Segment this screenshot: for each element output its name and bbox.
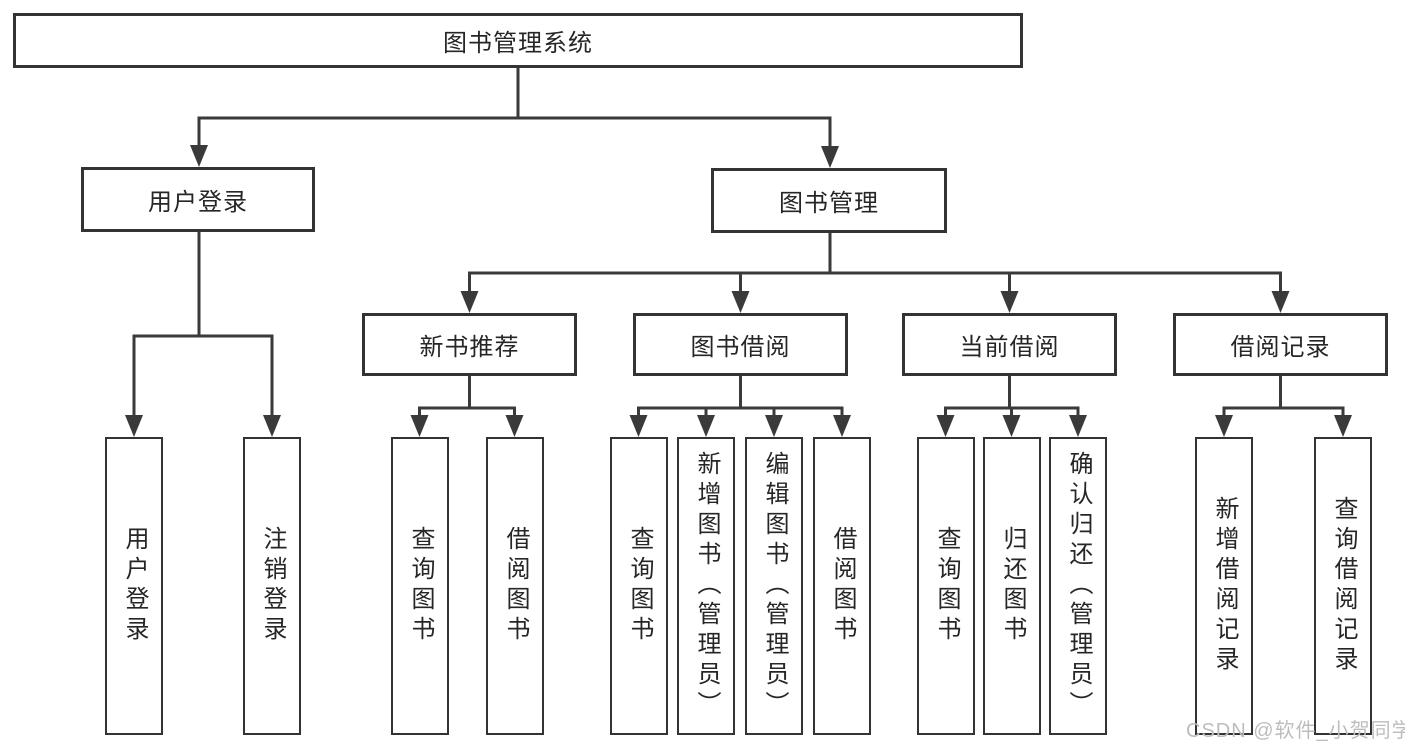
- leaf-br-add-record: 新增借阅记录: [1195, 437, 1253, 735]
- leaf-nbr-borrow-books: 借阅图书: [486, 437, 544, 735]
- leaf-bb-edit-books: 编辑图书（管理员）: [745, 437, 803, 735]
- leaf-user-login: 用户登录: [105, 437, 163, 735]
- leaf-bb-query-books-label: 查询图书: [626, 526, 653, 646]
- leaf-bb-add-books: 新增图书（管理员）: [677, 437, 735, 735]
- leaf-br-add-record-label: 新增借阅记录: [1211, 496, 1238, 676]
- leaf-logout-login: 注销登录: [243, 437, 301, 735]
- node-current-borrow: 当前借阅: [902, 313, 1117, 376]
- leaf-bb-borrow-books-label: 借阅图书: [829, 526, 856, 646]
- leaf-logout-login-label: 注销登录: [259, 526, 286, 646]
- leaf-bb-borrow-books: 借阅图书: [813, 437, 871, 735]
- node-new-book-recommend: 新书推荐: [362, 313, 577, 376]
- leaf-cb-return-books: 归还图书: [983, 437, 1041, 735]
- leaf-cb-query-books-label: 查询图书: [933, 526, 960, 646]
- node-borrow-record: 借阅记录: [1173, 313, 1388, 376]
- node-user-login: 用户登录: [81, 167, 315, 232]
- leaf-br-query-record: 查询借阅记录: [1314, 437, 1372, 735]
- leaf-br-query-record-label: 查询借阅记录: [1330, 496, 1357, 676]
- node-book-borrow-label: 图书借阅: [690, 334, 791, 361]
- node-new-book-recommend-label: 新书推荐: [419, 334, 520, 361]
- node-user-login-label: 用户登录: [148, 189, 248, 216]
- leaf-nbr-borrow-books-label: 借阅图书: [502, 526, 529, 646]
- arrow-stems: [132, 118, 1345, 423]
- csdn-watermark: CSDN @软件_小贺同学: [1186, 720, 1405, 742]
- leaf-cb-confirm-return-label: 确认归还（管理员）: [1065, 451, 1092, 721]
- leaf-bb-add-books-label: 新增图书（管理员）: [693, 451, 720, 721]
- leaf-nbr-query-books-label: 查询图书: [407, 526, 434, 646]
- leaf-cb-confirm-return: 确认归还（管理员）: [1049, 437, 1107, 735]
- leaf-cb-query-books: 查询图书: [917, 437, 975, 735]
- leaf-user-login-label: 用户登录: [121, 526, 148, 646]
- node-book-borrow: 图书借阅: [633, 313, 848, 376]
- leaf-cb-return-books-label: 归还图书: [999, 526, 1026, 646]
- node-current-borrow-label: 当前借阅: [959, 334, 1060, 361]
- leaf-bb-query-books: 查询图书: [610, 437, 668, 735]
- node-root: 图书管理系统: [13, 13, 1023, 68]
- arrowheads: [125, 145, 1352, 437]
- leaf-bb-edit-books-label: 编辑图书（管理员）: [761, 451, 788, 721]
- node-book-management-label: 图书管理: [779, 190, 879, 217]
- node-book-management: 图书管理: [711, 168, 947, 233]
- node-borrow-record-label: 借阅记录: [1230, 334, 1331, 361]
- node-root-label: 图书管理系统: [443, 30, 593, 57]
- leaf-nbr-query-books: 查询图书: [391, 437, 449, 735]
